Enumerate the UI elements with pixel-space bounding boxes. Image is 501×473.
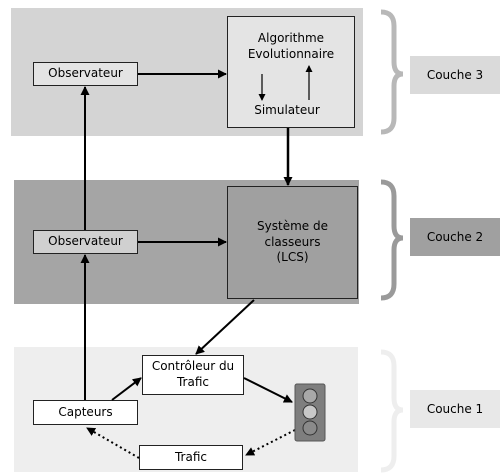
controleur-trafic-label: Contrôleur du Trafic (151, 359, 235, 389)
brace-couche-3 (380, 9, 404, 135)
trafic-box: Trafic (139, 445, 243, 470)
capteurs-label: Capteurs (58, 404, 113, 419)
arrow-trafic-to-capteurs (86, 427, 140, 459)
arrow-controleur-to-traffic-light (243, 377, 293, 403)
arrow-traffic-light-to-trafic (245, 429, 296, 456)
couche-1-label: Couche 1 (410, 390, 500, 428)
observateur-label-layer2: Observateur (48, 234, 123, 249)
traffic-light-icon (294, 383, 326, 442)
brace-couche-1 (380, 349, 404, 473)
couche-2-text: Couche 2 (426, 230, 484, 244)
capteurs-box: Capteurs (33, 400, 138, 425)
lcs-box: Système de classeurs (LCS) (227, 186, 358, 299)
arrow-lcs-to-controleur (195, 299, 255, 355)
couche-2-label: Couche 2 (410, 218, 500, 256)
observateur-box-layer2: Observateur (33, 230, 138, 254)
algorithme-evolutionnaire-box: Algorithme Evolutionnaire (227, 16, 355, 128)
arrow-capteurs-to-controleur (111, 377, 142, 401)
simulateur-label: Simulateur (245, 102, 329, 118)
algorithme-evolutionnaire-label: Algorithme Evolutionnaire (247, 31, 335, 61)
lcs-label: Système de classeurs (LCS) (257, 219, 328, 265)
controleur-trafic-box: Contrôleur du Trafic (142, 355, 244, 395)
brace-couche-2 (380, 179, 404, 301)
simulateur-text: Simulateur (254, 103, 320, 117)
observateur-box-layer3: Observateur (33, 62, 138, 86)
observateur-label-layer3: Observateur (48, 66, 123, 81)
couche-3-text: Couche 3 (426, 68, 484, 82)
couche-3-label: Couche 3 (410, 56, 500, 94)
couche-1-text: Couche 1 (426, 402, 484, 416)
trafic-label: Trafic (174, 449, 207, 464)
